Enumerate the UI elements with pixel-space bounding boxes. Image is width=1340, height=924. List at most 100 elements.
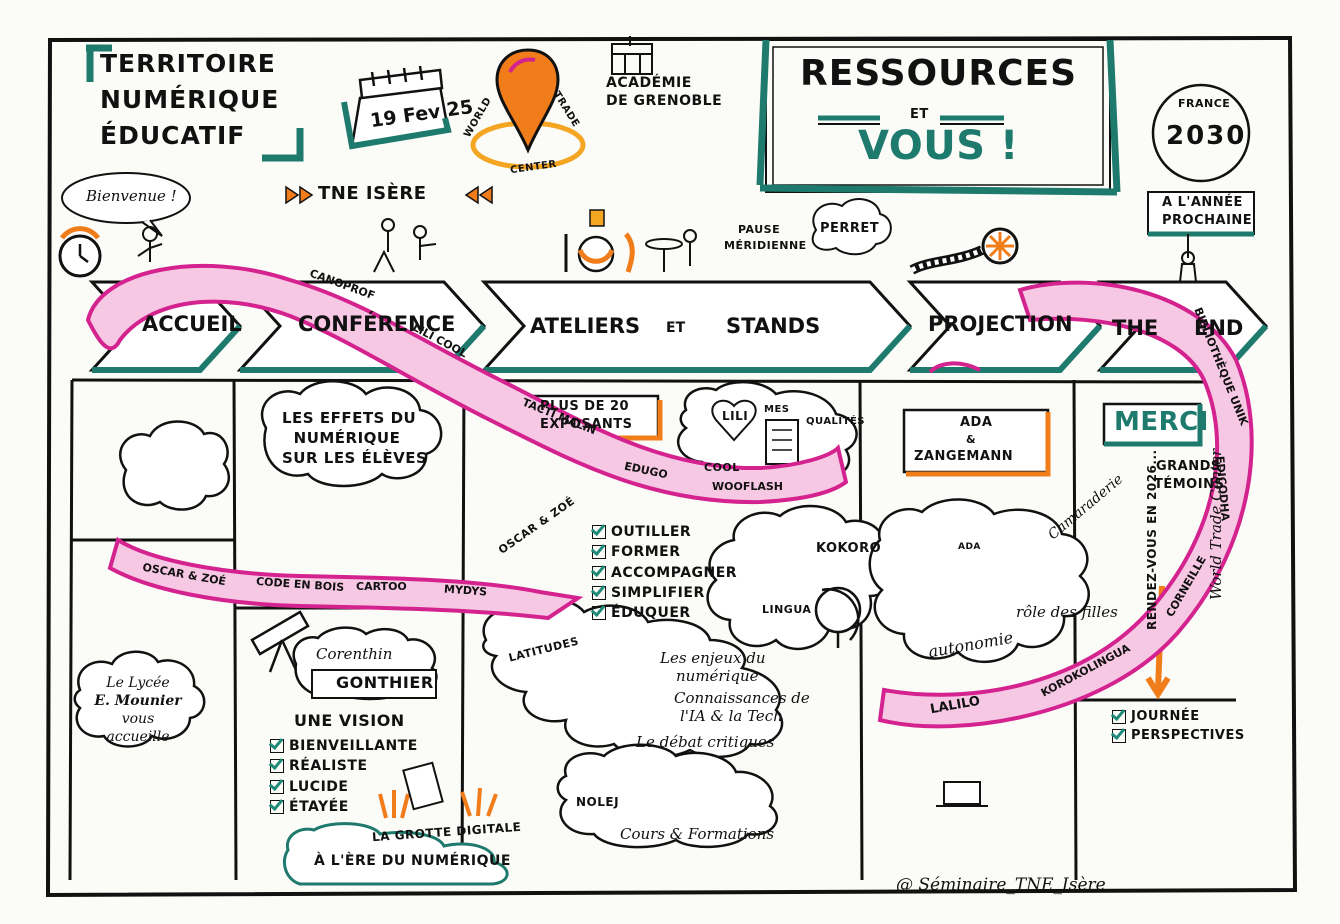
latitudes-item-3: Connaissances de — [674, 689, 810, 707]
ressources-et: et — [910, 107, 929, 122]
projection-cloud — [868, 498, 1090, 664]
perret-cloud — [811, 198, 892, 256]
zangemann-label: Zangemann — [914, 449, 1014, 464]
conference-line-2: numérique — [293, 429, 401, 447]
grands-line-1: Grands — [1156, 459, 1221, 474]
academie-line-1: Académie — [606, 75, 692, 91]
kokoro-label: Kokoro — [816, 541, 882, 556]
lycee-line-4: accueille — [106, 729, 170, 745]
exposants-line-2: exposants — [540, 417, 633, 432]
cours-formations-label: Cours & Formations — [620, 825, 775, 843]
conference-line-3: sur les élèves — [282, 449, 428, 467]
academie-line-2: de Grenoble — [606, 93, 723, 109]
heart-icon — [711, 399, 757, 442]
stage-ateliers: Ateliers — [530, 314, 641, 338]
latitudes-item-1: Les enjeux du — [660, 649, 766, 667]
checkbox-icon — [592, 565, 606, 580]
breakfast-cloud — [119, 420, 231, 511]
title-line-3: Éducatif — [100, 121, 246, 150]
checkbox-icon — [1112, 729, 1126, 744]
title-bracket-top — [86, 44, 112, 82]
merci-box — [1102, 402, 1202, 446]
stage-projection: Projection — [928, 312, 1073, 336]
speaker-figure — [373, 218, 437, 273]
title-line-2: Numérique — [100, 85, 280, 114]
clock-icon — [58, 226, 102, 278]
vision-list: Bienveillante Réaliste Lucide Étayée — [270, 736, 418, 817]
vous-title: Vous ! — [858, 123, 1019, 169]
france-circle — [1151, 83, 1251, 183]
nolej-label: Nolej — [576, 795, 620, 809]
welcome-figure — [137, 226, 163, 262]
checkbox-icon — [592, 606, 606, 621]
vision-item: Réaliste — [270, 756, 418, 776]
checkbox-icon — [270, 739, 284, 754]
ada-box — [902, 408, 1050, 474]
rendez-vous-label: Rendez-vous en 2026... — [1145, 449, 1159, 630]
perret-label: Perret — [820, 221, 880, 236]
footer-handle: @ Séminaire_TNE_Isère — [896, 875, 1106, 895]
ada-book-label: ADA — [958, 542, 981, 552]
title-bracket-bottom — [262, 128, 304, 162]
academie-building-icon — [611, 36, 653, 75]
grotte-line-2: à l'ère du numérique — [314, 853, 511, 869]
checkbox-icon — [592, 586, 606, 601]
vision-item: Lucide — [270, 777, 418, 797]
grotte-cloud — [283, 822, 509, 886]
calendar-icon — [341, 65, 452, 150]
checkbox-icon — [592, 525, 606, 540]
end-item: Journée — [1112, 708, 1245, 727]
annee-line-2: prochaine — [1162, 213, 1253, 228]
checkbox-icon — [270, 759, 284, 774]
stage-the: The — [1112, 316, 1159, 340]
tablet-icon — [402, 761, 444, 811]
end-list: Journée Perspectives — [1112, 708, 1245, 746]
gonthier-box — [311, 669, 437, 699]
conference-line-1: Les effets du — [282, 409, 417, 427]
ressources-title: Ressources — [800, 53, 1078, 94]
france-label: France — [1178, 97, 1231, 110]
page-frame — [45, 35, 1298, 898]
ribbon-top — [85, 263, 849, 505]
sign-holder-figure — [1178, 234, 1198, 283]
verb-item: Accompagner — [592, 563, 737, 583]
lili-cool: Cool — [704, 461, 740, 474]
lycee-line-2: E. Mounier — [94, 693, 182, 709]
ribbon-right — [877, 280, 1254, 729]
lycee-line-3: vous — [121, 711, 155, 727]
stage-end: End — [1194, 316, 1244, 340]
verb-item: Éduquer — [592, 603, 737, 623]
annee-sign — [1147, 191, 1255, 235]
lycee-cloud — [73, 650, 206, 748]
checkbox-icon — [270, 779, 284, 794]
verb-item: Outiller — [592, 522, 737, 542]
latitudes-item-4: l'IA & la Tech — [680, 707, 783, 725]
latitudes-cloud — [482, 598, 784, 759]
speaker-first-name: Corenthin — [316, 645, 393, 663]
title-line-1: Territoire — [100, 49, 276, 78]
tne-arrows-icon — [285, 185, 493, 205]
grands-line-2: témoins — [1154, 477, 1225, 492]
tne-isere-label: TNE Isère — [318, 183, 427, 204]
bienvenue-bubble — [61, 172, 191, 224]
hands-icon — [378, 787, 498, 819]
wtc-side-label: World Trade Center — [1207, 448, 1225, 600]
ribbon-bottom — [107, 536, 584, 621]
ribbon-wooflash: Wooflash — [712, 480, 784, 493]
stage-accueil: Accueil — [142, 312, 242, 336]
film-reel-icon — [909, 227, 1019, 275]
vision-item: Étayée — [270, 797, 418, 817]
globe-icon — [814, 586, 862, 648]
ada-label: Ada — [960, 415, 993, 430]
meal-icon — [564, 209, 635, 273]
stage-stands: Stands — [726, 314, 821, 338]
role-filles-label: rôle des filles — [1016, 603, 1118, 621]
cafe-table-icon — [645, 229, 697, 272]
speaker-last-name: Gonthier — [336, 673, 434, 692]
end-item: Perspectives — [1112, 727, 1245, 746]
pause-line-1: Pause — [738, 223, 781, 236]
telescope-icon — [250, 610, 310, 673]
conference-cloud — [260, 380, 443, 488]
checkbox-icon — [1112, 710, 1126, 725]
nolej-cloud — [556, 743, 778, 849]
